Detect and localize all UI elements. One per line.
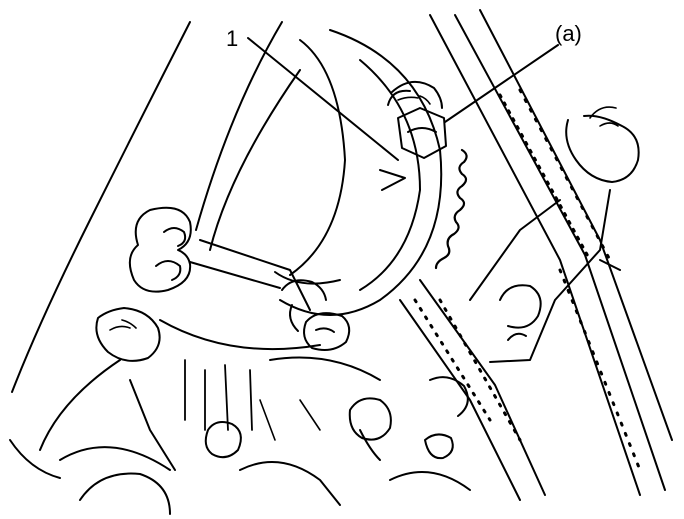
idler-pulley-bracket (469, 106, 640, 363)
tensioner-bracket (128, 206, 321, 351)
lower-bolt (281, 279, 351, 351)
timing-belt (399, 9, 673, 501)
callout-a: (a) (444, 21, 582, 123)
callout-a-leader (444, 44, 559, 123)
callout-1-leader (247, 37, 399, 161)
callout-1: 1 (226, 26, 399, 161)
camshaft-sprocket (274, 29, 468, 316)
engine-block-outline (9, 21, 301, 479)
lower-engine-detail (59, 307, 471, 515)
callout-1-label: 1 (226, 26, 238, 51)
sprocket-bolt (387, 81, 447, 159)
callout-a-label: (a) (555, 21, 582, 46)
